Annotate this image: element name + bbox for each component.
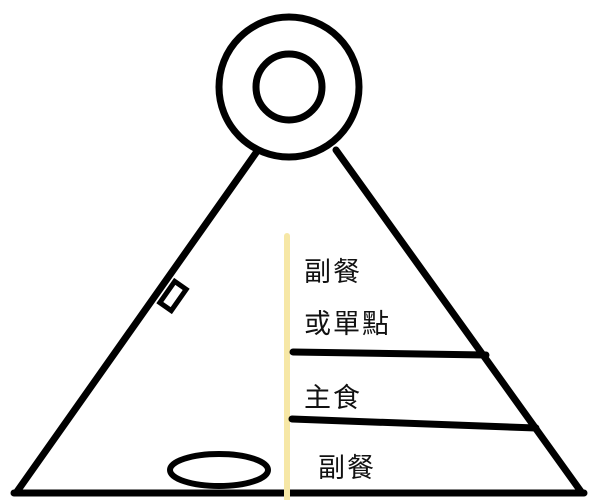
label-side-dish-top: 副餐: [304, 257, 362, 288]
outer-ring-icon: [215, 13, 363, 161]
small-rectangle-icon: [156, 277, 190, 315]
label-or-a-la-carte: 或單點: [304, 309, 391, 340]
inner-ring-icon: [252, 50, 326, 124]
label-main-course: 主食: [304, 383, 362, 414]
oval-icon: [167, 451, 271, 489]
label-side-dish-bottom: 副餐: [318, 453, 376, 484]
layer-line-lower: [288, 415, 540, 432]
layer-line-upper: [289, 348, 490, 359]
triangle-outline: [10, 146, 588, 497]
